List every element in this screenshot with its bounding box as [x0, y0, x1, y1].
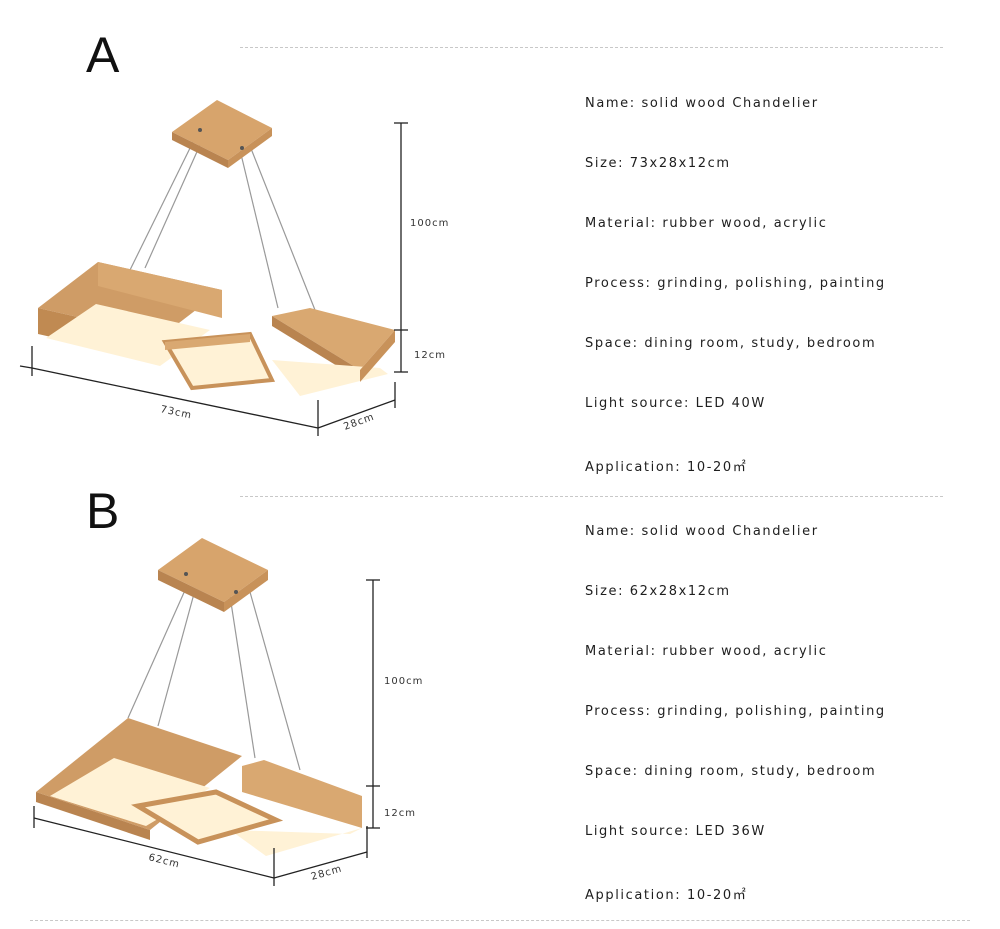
spec-a-name: Name: solid wood Chandelier: [585, 96, 819, 111]
spec-a-application: Application: 10-20㎡: [585, 460, 748, 475]
dimension-height-label: 100cm: [410, 218, 449, 229]
spec-a-material: Material: rubber wood, acrylic: [585, 216, 828, 231]
dimension-height-label: 100cm: [384, 676, 423, 687]
spec-b-space: Space: dining room, study, bedroom: [585, 764, 877, 779]
divider-middle: [240, 496, 943, 497]
dimension-length: [33, 806, 275, 886]
lamp-panel-right: [272, 308, 395, 396]
lamp-panel-front: [161, 331, 276, 391]
dimension-thickness-label: 12cm: [384, 808, 416, 819]
spec-a-size: Size: 73x28x12cm: [585, 156, 731, 171]
spec-b-process: Process: grinding, polishing, painting: [585, 704, 886, 719]
ceiling-canopy: [158, 538, 268, 612]
dimension-height: [366, 579, 380, 829]
spec-b-material: Material: rubber wood, acrylic: [585, 644, 828, 659]
chandelier-b-illustration: 100cm 12cm 62cm 28cm: [33, 538, 423, 886]
dimension-length-label: 62cm: [147, 852, 181, 870]
lamp-panel-right: [230, 760, 362, 856]
divider-top: [240, 47, 943, 48]
spec-a-space: Space: dining room, study, bedroom: [585, 336, 877, 351]
dimension-length: [19, 346, 319, 436]
dimension-width: [317, 382, 396, 429]
spec-b-size: Size: 62x28x12cm: [585, 584, 731, 599]
suspension-wires: [127, 587, 301, 771]
spec-b-light-source: Light source: LED 36W: [585, 824, 766, 839]
spec-a-light-source: Light source: LED 40W: [585, 396, 766, 411]
dimension-height: [394, 122, 408, 373]
variant-a-label: A: [86, 27, 120, 83]
lamp-panel-front: [131, 789, 284, 845]
dimension-thickness-label: 12cm: [414, 350, 446, 361]
dimension-width-label: 28cm: [342, 412, 376, 433]
dimension-width: [273, 826, 368, 879]
ceiling-canopy: [172, 100, 272, 168]
spec-b-application: Application: 10-20㎡: [585, 888, 748, 903]
suspension-wires: [129, 141, 316, 311]
spec-b-name: Name: solid wood Chandelier: [585, 524, 819, 539]
divider-bottom: [30, 920, 970, 921]
dimension-length-label: 73cm: [159, 404, 193, 421]
spec-a-process: Process: grinding, polishing, painting: [585, 276, 886, 291]
chandelier-a-illustration: 100cm 12cm 73cm 28cm: [19, 100, 448, 436]
variant-b-label: B: [86, 483, 120, 539]
